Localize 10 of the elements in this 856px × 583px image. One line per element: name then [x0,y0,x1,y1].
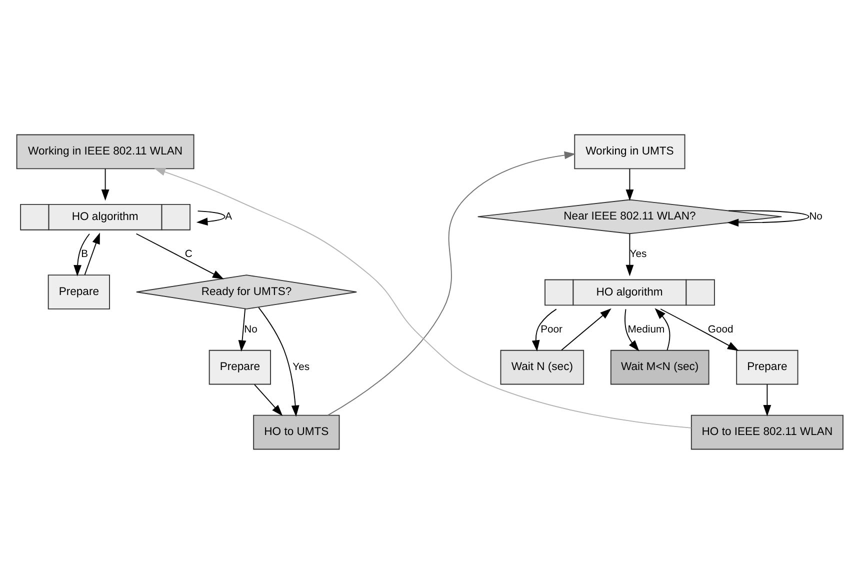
edge-label: A [225,210,232,222]
edge-label: No [244,324,258,335]
edge-label: Yes [630,248,647,260]
edge-label: C [184,248,192,260]
edge-label: Good [708,324,734,335]
edge-label: No [809,210,822,222]
edge-label: Poor [540,324,563,335]
edge-label: B [81,248,88,260]
edge-label: Medium [628,324,665,335]
edge-label: Yes [292,361,310,372]
